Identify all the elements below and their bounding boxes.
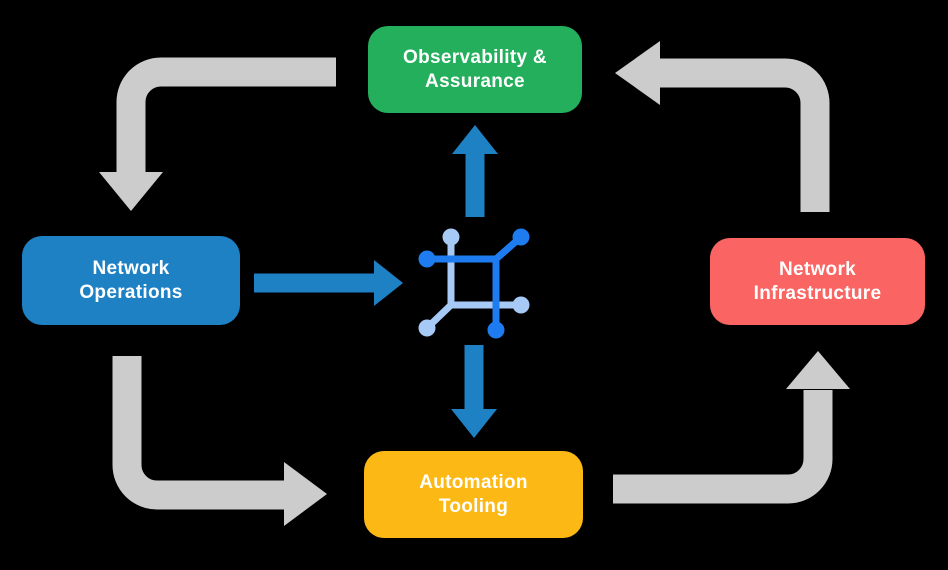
node-automation-tooling: Automation Tooling	[364, 451, 583, 538]
arrow-shaft	[659, 58, 830, 212]
arrow-icon-to-automation	[451, 345, 497, 438]
node-network-infrastructure: Network Infrastructure	[710, 238, 925, 325]
arrow-icon-to-observability	[452, 125, 498, 217]
arrow-infrastructure-to-observability	[615, 41, 830, 212]
arrow-observability-to-operations	[99, 57, 336, 211]
arrow-shaft	[112, 356, 286, 510]
arrow-head	[451, 409, 497, 438]
node-network-operations: Network Operations	[22, 236, 240, 325]
arrow-operations-to-automation	[112, 356, 327, 526]
arrow-head	[786, 351, 850, 389]
arrow-head	[99, 172, 163, 211]
arrow-shaft	[613, 390, 833, 504]
node-observability-assurance: Observability & Assurance	[368, 26, 582, 113]
arrow-operations-to-icon	[254, 260, 403, 306]
arrow-head	[374, 260, 403, 306]
icon-dark-nodes	[418, 228, 530, 339]
arrow-head	[452, 125, 498, 154]
icon-light-nodes	[418, 228, 530, 337]
arrow-head	[284, 462, 327, 526]
arrow-shaft	[116, 57, 336, 173]
arrow-automation-to-infrastructure	[613, 351, 850, 504]
network-mesh-icon	[418, 228, 530, 339]
arrow-head	[615, 41, 660, 105]
